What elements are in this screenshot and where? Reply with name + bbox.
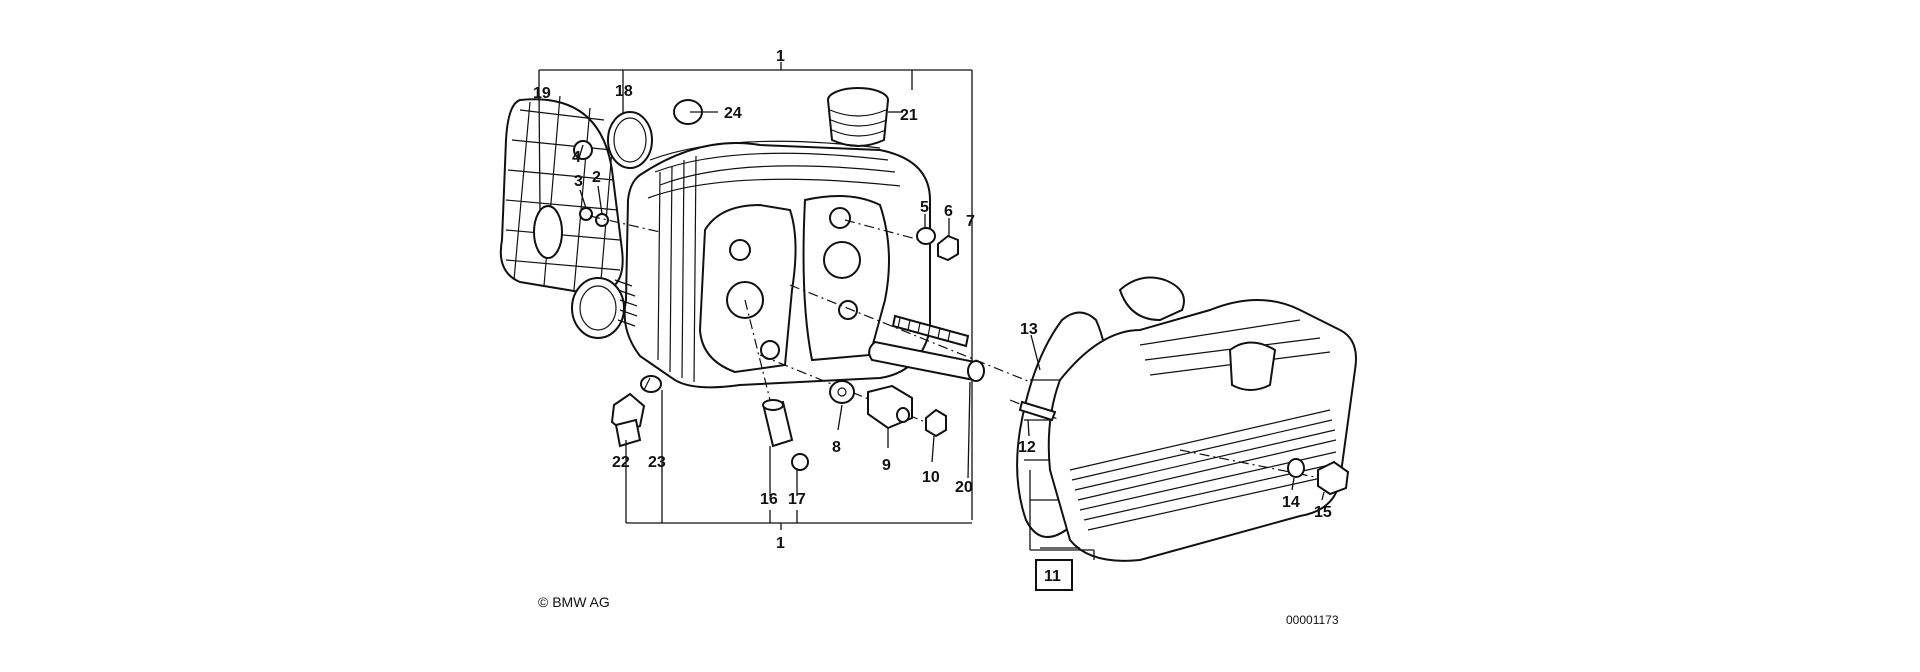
callout-23: 23 <box>648 454 666 471</box>
callout-5: 5 <box>920 199 929 216</box>
nipple-and-ring <box>610 375 662 448</box>
callout-16: 16 <box>760 491 778 508</box>
callout-22: 22 <box>612 454 630 471</box>
callout-10: 10 <box>922 469 940 486</box>
callout-19: 19 <box>533 85 551 102</box>
image-number: 00001173 <box>1286 613 1339 627</box>
callout-4: 4 <box>572 149 581 166</box>
callout-14: 14 <box>1282 494 1300 511</box>
callout-3: 3 <box>574 173 583 190</box>
callout-11-boxed: 11 <box>1044 568 1061 585</box>
callout-7: 7 <box>966 213 975 230</box>
valve-insert-and-clip <box>744 299 809 471</box>
valve-cover <box>1047 299 1357 562</box>
callout-6: 6 <box>944 203 953 220</box>
callout-24: 24 <box>724 105 742 122</box>
callout-17: 17 <box>788 491 806 508</box>
callout-8: 8 <box>832 439 841 456</box>
threaded-ring <box>827 87 889 147</box>
callout-13: 13 <box>1020 321 1038 338</box>
callout-20: 20 <box>955 479 973 496</box>
stud-12 <box>1009 399 1061 422</box>
washer-and-bolt <box>1179 449 1350 496</box>
callout-labels: 1 19 18 24 21 4 3 2 5 6 7 13 12 8 9 10 2… <box>533 48 1332 591</box>
callout-1-bottom: 1 <box>776 535 785 552</box>
cylinder-head <box>623 140 931 389</box>
leader-lines <box>538 89 1325 560</box>
stud-and-tube <box>789 284 1051 391</box>
group-1-top-bracket <box>538 62 973 520</box>
callout-1-top: 1 <box>776 48 785 65</box>
exhaust-stub <box>571 277 638 339</box>
copyright-text: © BMW AG <box>538 594 610 610</box>
callout-12: 12 <box>1018 439 1036 456</box>
callout-2: 2 <box>592 169 601 186</box>
callout-15: 15 <box>1314 504 1332 521</box>
washer-and-nut-right <box>844 219 959 262</box>
group-1-bottom-bracket <box>625 478 972 530</box>
callout-18: 18 <box>615 83 633 100</box>
o-ring <box>607 111 653 169</box>
washer-block-nut <box>759 354 947 438</box>
small-nut-washer <box>579 207 661 233</box>
callout-9: 9 <box>882 457 891 474</box>
callout-21: 21 <box>900 107 918 124</box>
cylinder-head-gasket <box>499 95 624 295</box>
